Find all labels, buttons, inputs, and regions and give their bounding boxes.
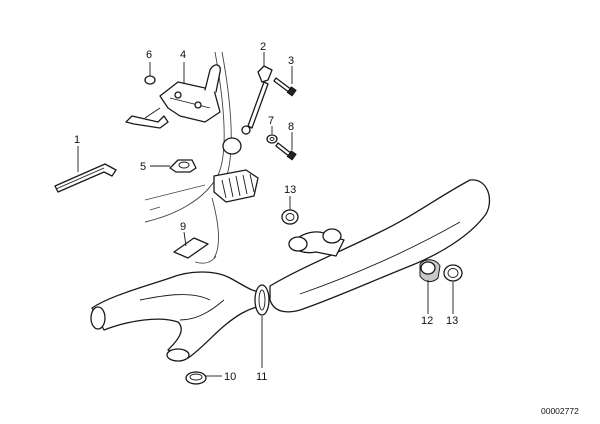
- callout-11: 11: [256, 371, 267, 383]
- sleeve-part-12: [419, 259, 441, 283]
- callout-5: 5: [140, 161, 146, 173]
- footrest-part: [213, 169, 259, 203]
- callout-labels: 1 4 6 2 3 5 7 8 9 10 11 13 12 13: [74, 41, 458, 383]
- bracket-part: [125, 64, 221, 129]
- clamp-ring-part-11: [254, 284, 270, 316]
- washer-part-7: [266, 134, 278, 144]
- bolt-part-8: [275, 142, 297, 161]
- exhaust-pipe-left: [90, 271, 263, 362]
- callout-1: 1: [74, 134, 80, 146]
- muffler-part: [269, 179, 491, 313]
- nut-part-6: [144, 75, 156, 85]
- rubber-pad-part-9: [173, 237, 209, 259]
- callout-8: 8: [288, 121, 294, 133]
- grommet-part-13b: [443, 264, 463, 282]
- callout-9: 9: [180, 221, 186, 233]
- hex-key-part: [54, 163, 117, 193]
- callout-7: 7: [268, 115, 274, 127]
- bolt-part-3: [273, 77, 297, 97]
- leader-lines: [77, 52, 454, 377]
- callout-4: 4: [180, 49, 186, 61]
- grommet-part-13a: [281, 209, 299, 225]
- frame-grommet: [222, 137, 242, 155]
- callout-12: 12: [421, 315, 433, 327]
- callout-6: 6: [146, 49, 152, 61]
- pipe-clamp-part-10: [185, 371, 207, 385]
- callout-2: 2: [260, 41, 266, 53]
- callout-10: 10: [224, 371, 236, 383]
- diagram-code: 00002772: [541, 406, 579, 416]
- callout-13a: 13: [284, 184, 296, 196]
- callout-3: 3: [288, 55, 294, 67]
- clamp-part-5: [169, 159, 197, 173]
- linkage-rod-part: [241, 65, 273, 135]
- callout-13b: 13: [446, 315, 458, 327]
